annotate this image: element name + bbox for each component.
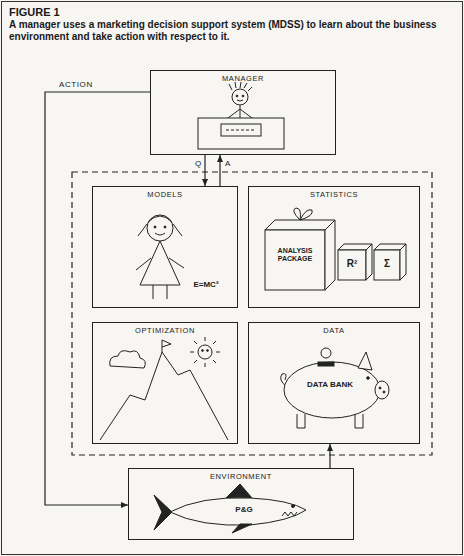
piggy-bank-part	[375, 381, 389, 399]
girl-figure-part	[153, 285, 167, 299]
analysis-package	[265, 208, 335, 290]
manager-figure	[198, 82, 284, 149]
stat-cubes-part	[374, 250, 400, 280]
girl-figure-part	[154, 226, 156, 228]
arrow-head	[121, 502, 128, 508]
connector	[45, 92, 150, 508]
formula-label: E=MC²	[184, 281, 228, 290]
shark-label: P&G	[222, 506, 266, 515]
piggy-bank	[281, 348, 389, 428]
stat-cubes-part	[338, 250, 366, 280]
box-title: STATISTICS	[249, 187, 419, 199]
shark-figure-part	[154, 495, 172, 530]
girl-figure-part	[140, 241, 180, 285]
mountain-scene-part	[202, 350, 204, 352]
connector	[202, 155, 208, 186]
component-box: MODELS	[92, 186, 238, 308]
piggy-bank-label: DATA BANK	[304, 381, 356, 390]
edge-label: ACTION	[58, 80, 94, 90]
mountain-scene-part	[190, 337, 220, 367]
manager-figure-part	[198, 118, 284, 149]
arrow-head	[327, 444, 333, 451]
box-title: DATA	[249, 323, 419, 335]
analysis-package-part	[265, 220, 335, 230]
girl-figure-part	[155, 233, 165, 235]
arrow-head	[217, 155, 223, 162]
piggy-bank-part	[379, 387, 381, 389]
figure-caption: A manager uses a marketing decision supp…	[9, 19, 437, 43]
box-title: MANAGER	[151, 71, 335, 83]
connector	[217, 155, 223, 186]
girl-figure-part	[136, 258, 184, 270]
mountain-scene	[100, 337, 228, 440]
stat-cubes	[338, 244, 406, 280]
package-label: ANALYSIS PACKAGE	[267, 247, 323, 262]
stat-cubes-part	[400, 244, 406, 280]
manager-figure-part	[242, 95, 244, 97]
mdss-dashed-box	[72, 172, 432, 455]
shark-figure-part	[170, 498, 306, 525]
component-box: MANAGER	[150, 70, 336, 155]
piggy-bank-part	[383, 391, 385, 393]
mountain-scene-part	[110, 351, 146, 368]
piggy-bank-part	[321, 348, 331, 358]
girl-figure	[136, 215, 184, 299]
piggy-bank-part	[318, 362, 334, 366]
girl-figure-part	[147, 215, 173, 241]
manager-figure-part	[221, 124, 261, 136]
box-title: MODELS	[93, 187, 237, 199]
girl-figure-part	[164, 226, 166, 228]
analysis-package-part	[325, 220, 335, 290]
arrow-head	[202, 179, 208, 186]
manager-figure-part	[237, 100, 243, 101]
mountain-scene-part	[198, 345, 212, 359]
manager-figure-part	[226, 130, 256, 131]
component-box: OPTIMIZATION	[92, 322, 238, 444]
component-box: STATISTICS	[248, 186, 420, 308]
shark-figure-part	[232, 524, 252, 533]
stat-cubes-part	[366, 244, 372, 280]
shark-figure-part	[282, 512, 297, 516]
component-box: ENVIRONMENT	[128, 468, 354, 540]
figure-title: FIGURE 1	[9, 6, 60, 19]
girl-figure-part	[148, 216, 172, 222]
connector	[327, 444, 333, 468]
analysis-package-part	[265, 230, 325, 290]
stat-symbol: Σ	[374, 258, 400, 269]
edge-label: A	[224, 159, 232, 169]
box-title: ENVIRONMENT	[129, 469, 353, 481]
shark-figure-part	[292, 505, 295, 508]
analysis-package-part	[294, 208, 313, 220]
piggy-bank-part	[358, 352, 372, 370]
mountain-scene-part	[207, 350, 209, 352]
piggy-bank-part	[367, 377, 370, 380]
shark-figure	[154, 484, 306, 533]
mountain-scene-part	[162, 340, 171, 352]
manager-figure-part	[228, 105, 252, 118]
shark-figure-part	[225, 484, 252, 499]
piggy-bank-part	[284, 362, 380, 418]
box-title: OPTIMIZATION	[93, 323, 237, 335]
manager-figure-part	[236, 95, 238, 97]
edge-label: Q	[194, 159, 203, 169]
stat-symbol: R²	[338, 258, 366, 269]
manager-figure-part	[232, 89, 248, 105]
